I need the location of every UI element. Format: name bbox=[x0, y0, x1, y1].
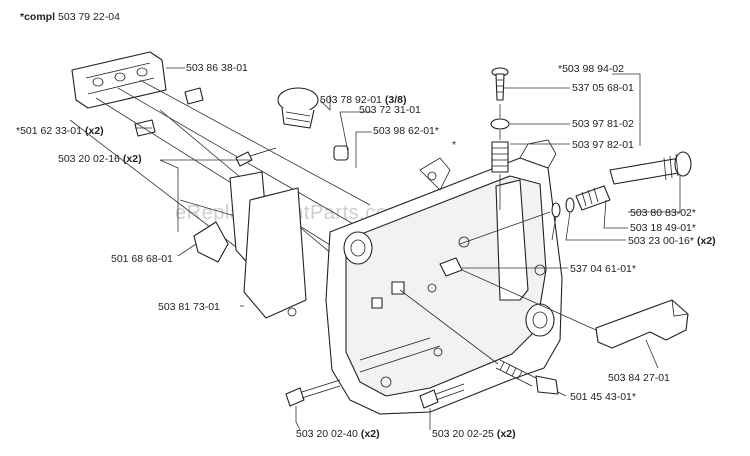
adjuster-screw-stack bbox=[490, 67, 510, 210]
label-503-72-31-01: 503 72 31-01 bbox=[359, 104, 421, 116]
stud bbox=[399, 289, 559, 395]
chain-catcher bbox=[243, 187, 307, 319]
label-537-04-61-01: 537 04 61-01* bbox=[570, 263, 636, 275]
label-503-81-73-01: 503 81 73-01 bbox=[158, 301, 220, 313]
label-503-80-83-02: 503 80 83-02* bbox=[630, 207, 696, 219]
label-537-05-68-01: 537 05 68-01 bbox=[572, 82, 634, 94]
label-503-18-49-01: 503 18 49-01* bbox=[630, 222, 696, 234]
label-503-23-00-16: 503 23 00-16*(x2) bbox=[628, 235, 716, 247]
tensioner-screw bbox=[459, 151, 692, 245]
label-503-20-02-25: 503 20 02-25(x2) bbox=[432, 428, 516, 440]
label-503-98-94-02: *503 98 94-02 bbox=[558, 63, 624, 75]
leader-lines bbox=[135, 67, 681, 431]
drawing: * bbox=[69, 51, 692, 415]
label-503-78-92-01: 503 78 92-01(3/8) bbox=[320, 94, 406, 106]
label-503-20-02-40: 503 20 02-40(x2) bbox=[296, 428, 380, 440]
label-503-20-02-16: 503 20 02-16(x2) bbox=[58, 153, 142, 165]
part-labels: 503 86 38-01 503 78 92-01(3/8) 503 72 31… bbox=[16, 62, 716, 440]
bracket bbox=[193, 221, 229, 263]
label-501-45-43-01: 501 45 43-01* bbox=[570, 391, 636, 403]
label-501-68-68-01: 501 68 68-01 bbox=[111, 253, 173, 265]
bolt-lower-mid bbox=[419, 383, 465, 409]
label-503-97-82-01: 503 97 82-01 bbox=[572, 139, 634, 151]
tension-block bbox=[461, 269, 689, 349]
bolt-lower-left bbox=[285, 379, 341, 407]
label-501-62-33-01: *501 62 33-01(x2) bbox=[16, 125, 104, 137]
label-503-86-38-01: 503 86 38-01 bbox=[186, 62, 248, 74]
oil-plug bbox=[277, 87, 319, 129]
housing-star: * bbox=[452, 139, 456, 151]
sleeve bbox=[333, 145, 349, 161]
guide-plate bbox=[71, 51, 167, 109]
label-503-97-81-02: 503 97 81-02 bbox=[572, 118, 634, 130]
label-503-98-62-01: 503 98 62-01* bbox=[373, 125, 439, 137]
title-prefix: *compl bbox=[20, 11, 55, 23]
title-number: 503 79 22-04 bbox=[58, 11, 120, 23]
label-503-84-27-01: 503 84 27-01 bbox=[608, 372, 670, 384]
